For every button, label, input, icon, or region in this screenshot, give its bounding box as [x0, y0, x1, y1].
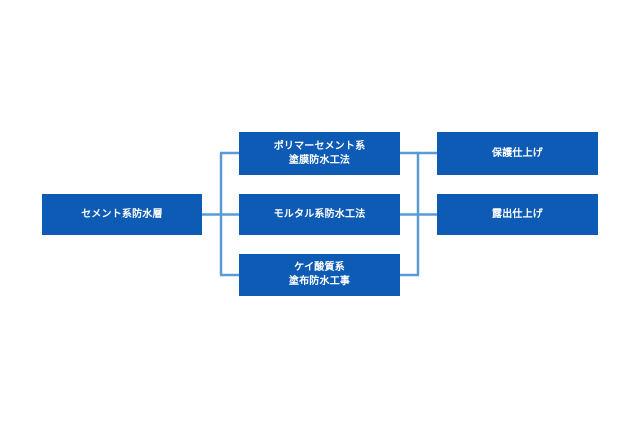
node-protective-finish: 保護仕上げ	[437, 132, 598, 175]
node-label: 保護仕上げ	[492, 147, 543, 159]
node-label: モルタル系防水工法	[273, 208, 366, 220]
node-cement-waterproof-layer: セメント系防水層	[42, 194, 202, 235]
node-label: ポリマーセメント系 塗膜防水工法	[273, 140, 366, 166]
node-exposed-finish: 露出仕上げ	[437, 194, 598, 235]
node-label: セメント系防水層	[81, 208, 163, 220]
node-polymer-cement-coating: ポリマーセメント系 塗膜防水工法	[239, 132, 400, 175]
node-mortar-method: モルタル系防水工法	[239, 194, 400, 235]
node-silicate-coating: ケイ酸質系 塗布防水工事	[239, 254, 400, 296]
node-label: ケイ酸質系 塗布防水工事	[288, 262, 351, 287]
node-label: 露出仕上げ	[492, 208, 543, 220]
